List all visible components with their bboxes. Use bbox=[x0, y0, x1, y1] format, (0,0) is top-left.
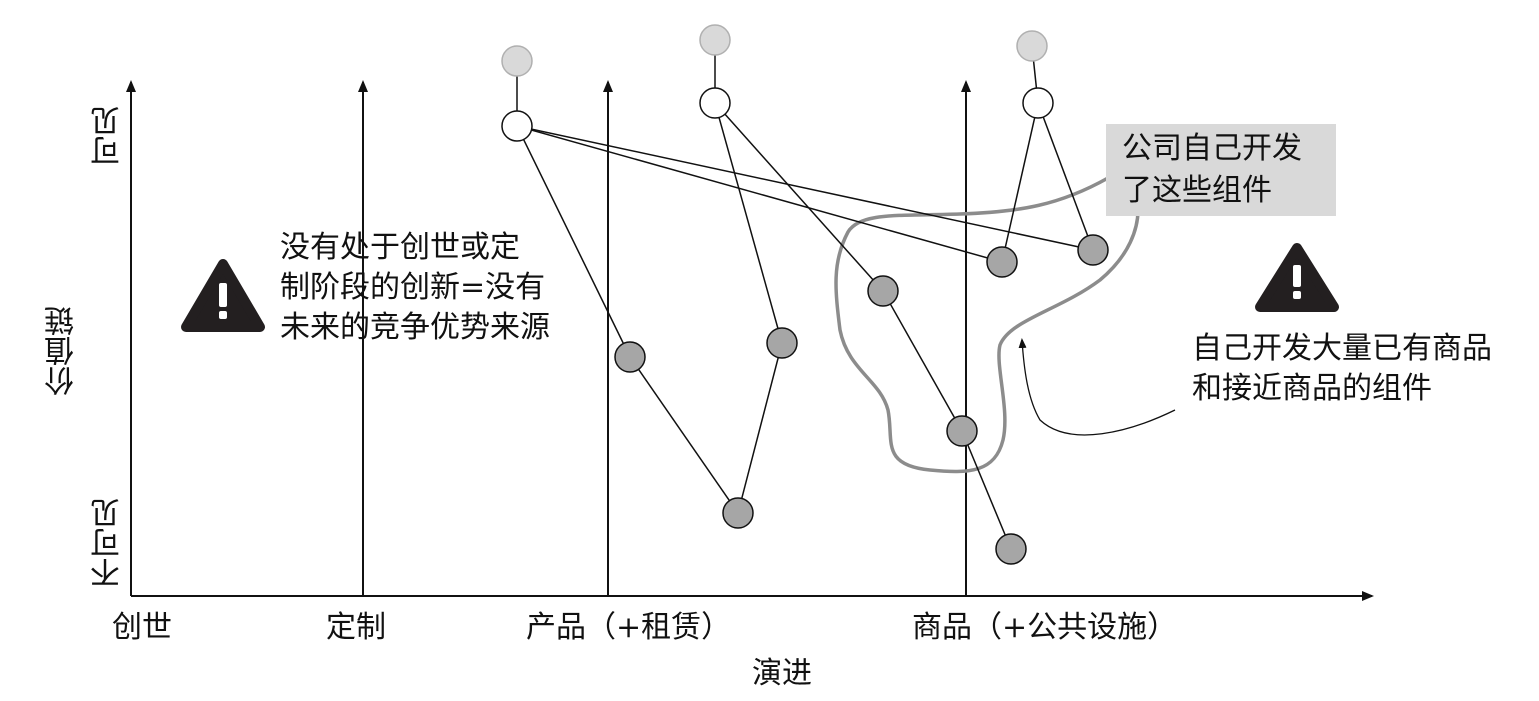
callout-line: 公司自己开发 bbox=[1122, 131, 1302, 166]
user-node bbox=[1016, 30, 1048, 62]
need-node bbox=[699, 87, 731, 119]
user-node bbox=[501, 45, 533, 77]
note-line: 没有处于创世或定 bbox=[280, 230, 520, 265]
component-nodes bbox=[614, 234, 1109, 565]
warning-note-left: 没有处于创世或定 制阶段的创新=没有 未来的竞争优势来源 bbox=[280, 228, 550, 348]
component-node bbox=[946, 415, 978, 447]
user-node bbox=[699, 24, 731, 56]
component-node bbox=[995, 533, 1027, 565]
note-line: 和接近商品的组件 bbox=[1192, 371, 1432, 406]
need-node bbox=[501, 110, 533, 142]
stage-label-custom: 定制 bbox=[326, 610, 386, 645]
edges bbox=[516, 40, 1094, 550]
self-built-boundary bbox=[834, 176, 1140, 474]
need-nodes bbox=[501, 87, 1054, 142]
y-axis-bottom-label: 不可见 bbox=[91, 498, 126, 588]
stage-label-genesis: 创世 bbox=[112, 610, 172, 645]
stage-label-commodity: 商品（+公共设施） bbox=[912, 610, 1178, 645]
callout-line: 了这些组件 bbox=[1122, 173, 1272, 208]
component-node bbox=[867, 275, 899, 307]
note-line: 未来的竞争优势来源 bbox=[280, 310, 550, 345]
x-axis-label: 演进 bbox=[752, 656, 812, 691]
y-axis-top-label: 可见 bbox=[91, 106, 126, 166]
need-node bbox=[1022, 87, 1054, 119]
warning-icon bbox=[181, 259, 265, 332]
component-node bbox=[722, 497, 754, 529]
component-node bbox=[766, 327, 798, 359]
stage-label-product: 产品（+租赁） bbox=[526, 610, 732, 645]
annotation-right: 自己开发大量已有商品 和接近商品的组件 bbox=[1192, 329, 1492, 409]
annotation-arrow bbox=[1018, 338, 1176, 436]
y-axis-label: 价值链 bbox=[45, 306, 80, 396]
user-nodes bbox=[501, 24, 1048, 77]
component-node bbox=[1077, 234, 1109, 266]
component-node bbox=[614, 341, 646, 373]
warning-icon bbox=[1255, 243, 1339, 312]
callout-self-built: 公司自己开发 了这些组件 bbox=[1106, 124, 1336, 216]
component-node bbox=[986, 246, 1018, 278]
note-line: 自己开发大量已有商品 bbox=[1192, 331, 1492, 366]
note-line: 制阶段的创新=没有 bbox=[280, 270, 546, 305]
